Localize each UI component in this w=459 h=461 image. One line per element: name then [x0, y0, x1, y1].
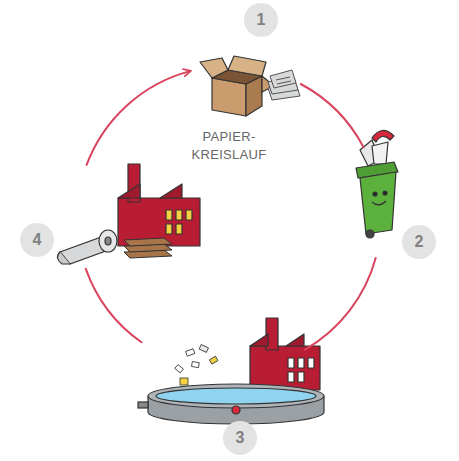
step-number: 2: [402, 225, 436, 259]
cardboard-box: [200, 56, 274, 116]
cycle-arrow: [87, 71, 191, 165]
diagram-title: PAPIER- KREISLAUF: [186, 128, 272, 164]
step-number-text: 1: [257, 11, 266, 29]
cycle-arrow: [305, 258, 376, 350]
paper-roll: [57, 230, 117, 264]
paper-mill: [118, 164, 200, 246]
step-number: 4: [20, 223, 54, 257]
pulper-pool: [138, 384, 324, 424]
step-number: 1: [244, 3, 278, 37]
cycle-arrow: [301, 84, 364, 147]
step-number-text: 4: [33, 231, 42, 249]
cycle-arrow: [86, 269, 142, 343]
cardboard-stack: [124, 238, 172, 258]
paper-scraps: [175, 344, 218, 385]
step-number-text: 3: [236, 429, 245, 447]
newspaper-stack: [268, 70, 300, 100]
step-number-text: 2: [415, 233, 424, 251]
paper-factory: [250, 318, 320, 390]
step-number: 3: [223, 421, 257, 455]
